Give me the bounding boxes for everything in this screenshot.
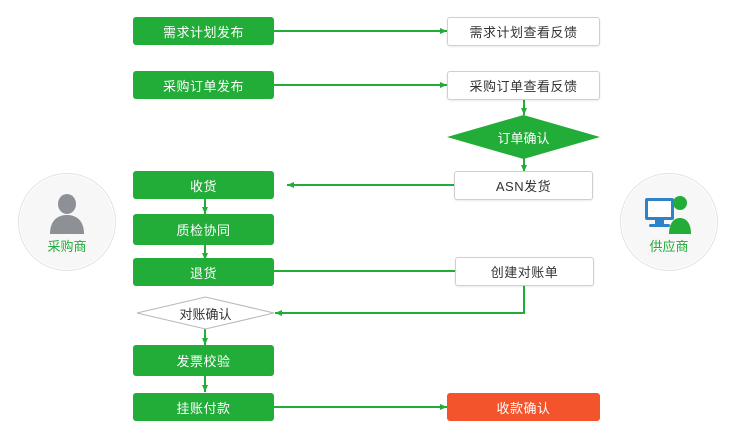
node-quality-inspection[interactable]: 质检协同 xyxy=(133,214,274,245)
actor-buyer-label: 采购商 xyxy=(47,238,87,254)
person-icon xyxy=(45,190,89,234)
node-order-confirm-label: 订单确认 xyxy=(497,130,550,146)
node-purchase-order-publish[interactable]: 采购订单发布 xyxy=(133,71,274,99)
actor-supplier: 供应商 xyxy=(620,173,718,271)
node-asn-shipment[interactable]: ASN发货 xyxy=(454,171,593,200)
person-computer-icon xyxy=(643,190,695,234)
node-demand-plan-publish[interactable]: 需求计划发布 xyxy=(133,17,274,45)
node-reconciliation-confirm-label: 对账确认 xyxy=(179,306,232,322)
node-invoice-verification[interactable]: 发票校验 xyxy=(133,345,274,376)
node-receive-goods[interactable]: 收货 xyxy=(133,171,274,199)
node-return-goods[interactable]: 退货 xyxy=(133,258,274,286)
node-purchase-order-feedback[interactable]: 采购订单查看反馈 xyxy=(447,71,600,100)
node-reconciliation-confirm[interactable]: 对账确认 xyxy=(136,296,275,330)
node-order-confirm[interactable]: 订单确认 xyxy=(447,115,600,159)
edge-n10-n11 xyxy=(275,285,525,316)
node-create-statement[interactable]: 创建对账单 xyxy=(455,257,594,286)
node-payment-confirm[interactable]: 收款确认 xyxy=(447,393,600,421)
node-demand-plan-feedback[interactable]: 需求计划查看反馈 xyxy=(447,17,600,46)
node-accrual-payment[interactable]: 挂账付款 xyxy=(133,393,274,421)
actor-buyer: 采购商 xyxy=(18,173,116,271)
actor-supplier-label: 供应商 xyxy=(649,238,689,254)
